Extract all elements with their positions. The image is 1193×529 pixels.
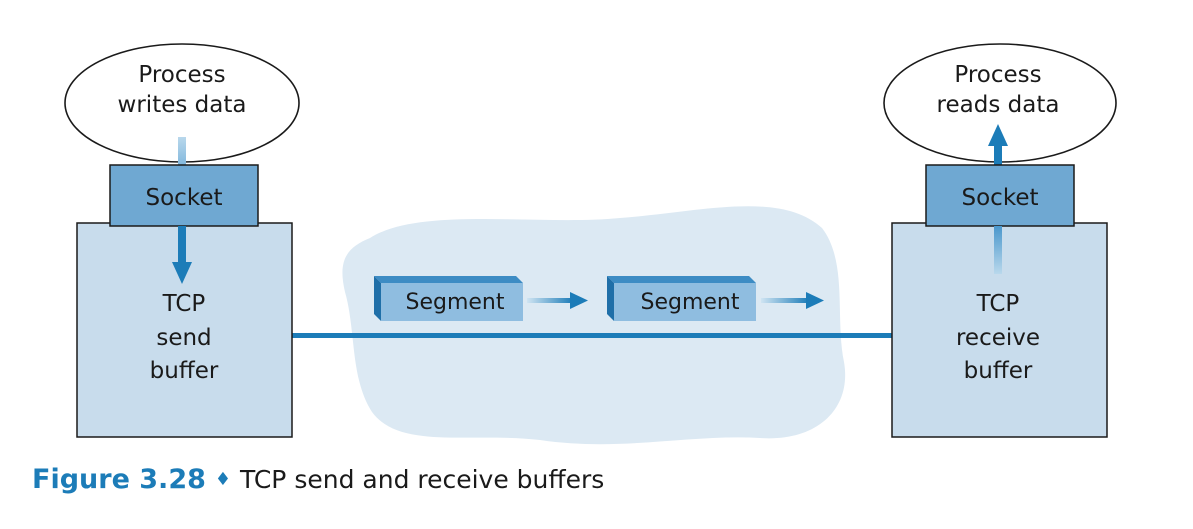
sender-process-label-line1: Process [138, 62, 225, 88]
segment-1: Segment [374, 276, 523, 321]
receiver-process-label-line1: Process [954, 62, 1041, 88]
receiver-buffer-label-line3: buffer [964, 358, 1033, 384]
receiver-socket-label: Socket [962, 185, 1039, 211]
sender-buffer-label-line3: buffer [150, 358, 219, 384]
figure-title: TCP send and receive buffers [240, 465, 605, 494]
sender-process-label-line2: writes data [118, 92, 247, 118]
segment-2: Segment [607, 276, 756, 321]
receiver-up-arrow-shaft [994, 142, 1002, 168]
connection-line [292, 333, 892, 338]
segment-1-label: Segment [406, 290, 505, 315]
segment-1-left-face [374, 276, 381, 321]
segment-2-label: Segment [641, 290, 740, 315]
segment-1-arrow-icon [570, 292, 588, 309]
segment-2-arrow-icon [806, 292, 824, 309]
sender-down-arrow-icon [172, 262, 192, 284]
sender-down-arrow-shaft [178, 226, 186, 266]
sender-socket [109, 164, 259, 227]
caption-separator-icon: ♦ [214, 469, 232, 490]
sender-buffer-label-line2: send [156, 325, 211, 351]
figure-caption: Figure 3.28 ♦ TCP send and receive buffers [32, 466, 604, 493]
segment-2-left-face [607, 276, 614, 321]
receiver-process-label-line2: reads data [937, 92, 1060, 118]
receiver-buffer-label-line1: TCP [976, 291, 1020, 317]
segment-1-top-face [374, 276, 523, 283]
segment-2-arrow [761, 292, 824, 309]
network-cloud [342, 206, 846, 445]
segment-2-front-face [614, 283, 756, 321]
sender-process-socket-connector [178, 137, 186, 167]
segment-1-front-face [381, 283, 523, 321]
sender-buffer-label-line1: TCP [162, 291, 206, 317]
segment-1-arrow [527, 292, 588, 309]
segment-2-top-face [607, 276, 756, 283]
sender-socket-label: Socket [146, 185, 223, 211]
receiver-buffer-socket-connector [994, 226, 1002, 274]
figure-number: Figure 3.28 [32, 464, 206, 495]
receiver-up-arrow-icon [988, 124, 1008, 146]
receiver-socket [925, 164, 1075, 227]
receiver-buffer-label-line2: receive [956, 325, 1040, 351]
